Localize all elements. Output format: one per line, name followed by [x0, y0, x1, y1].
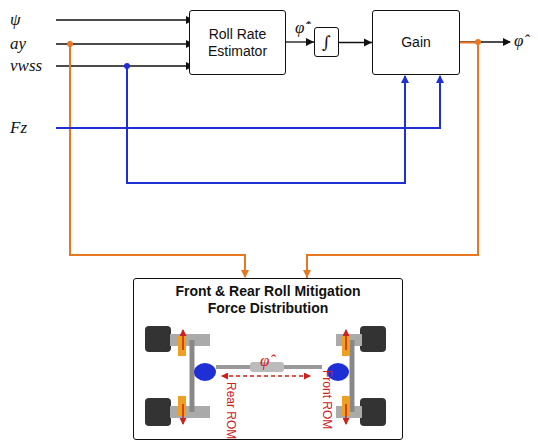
wheel: [145, 326, 171, 352]
input-wire: [56, 19, 193, 20]
connector: [286, 38, 314, 46]
part-name: Front ROM: [319, 370, 334, 429]
connector: [339, 39, 372, 47]
integrator-box: ∫: [314, 27, 339, 57]
spring: [178, 396, 186, 416]
junction-dot: [67, 41, 73, 47]
front-axle: [350, 340, 355, 412]
spring: [178, 336, 186, 356]
node-text: Front & Rear Roll Mitigation Force Distr…: [158, 283, 378, 317]
branch-wire: [70, 44, 245, 277]
roll-actuator: [194, 363, 216, 381]
edge-label: φ̂̇: [294, 17, 305, 39]
input-wire: [56, 76, 440, 128]
chassis-illustration: [145, 326, 386, 426]
arrow-head: [364, 39, 372, 47]
node-text: Roll Rate Estimator: [190, 26, 285, 60]
output-name: φ̂: [514, 30, 523, 52]
connector: [303, 43, 478, 279]
node-text: Gain: [401, 34, 431, 51]
signal-name: ψ: [10, 9, 21, 31]
input-wire: [56, 43, 193, 44]
wheel: [145, 398, 171, 426]
connector-line: [307, 43, 478, 279]
part-name: Rear ROM: [223, 382, 238, 439]
force-arrow: [345, 330, 347, 350]
gain-box: Gain: [372, 10, 460, 75]
wheel: [360, 398, 386, 426]
roll-angle-label: φ̂: [260, 350, 269, 372]
branch-wire: [127, 66, 405, 183]
force-arrow: [345, 404, 347, 424]
signal-name: vwss: [10, 55, 42, 77]
arrow-head: [306, 38, 314, 46]
force-arrow: [182, 330, 184, 350]
junction-dot: [124, 63, 130, 69]
rear-axle: [190, 340, 195, 412]
signal-name: Fz: [10, 117, 27, 139]
force-arrow: [182, 404, 184, 424]
arrow-head: [303, 270, 311, 278]
roll-angle-arrow: [222, 375, 310, 376]
node-text: ∫: [322, 32, 331, 52]
wheel: [360, 326, 386, 352]
process-box: Roll Rate Estimator: [189, 10, 286, 75]
signal-name: ay: [10, 33, 26, 55]
